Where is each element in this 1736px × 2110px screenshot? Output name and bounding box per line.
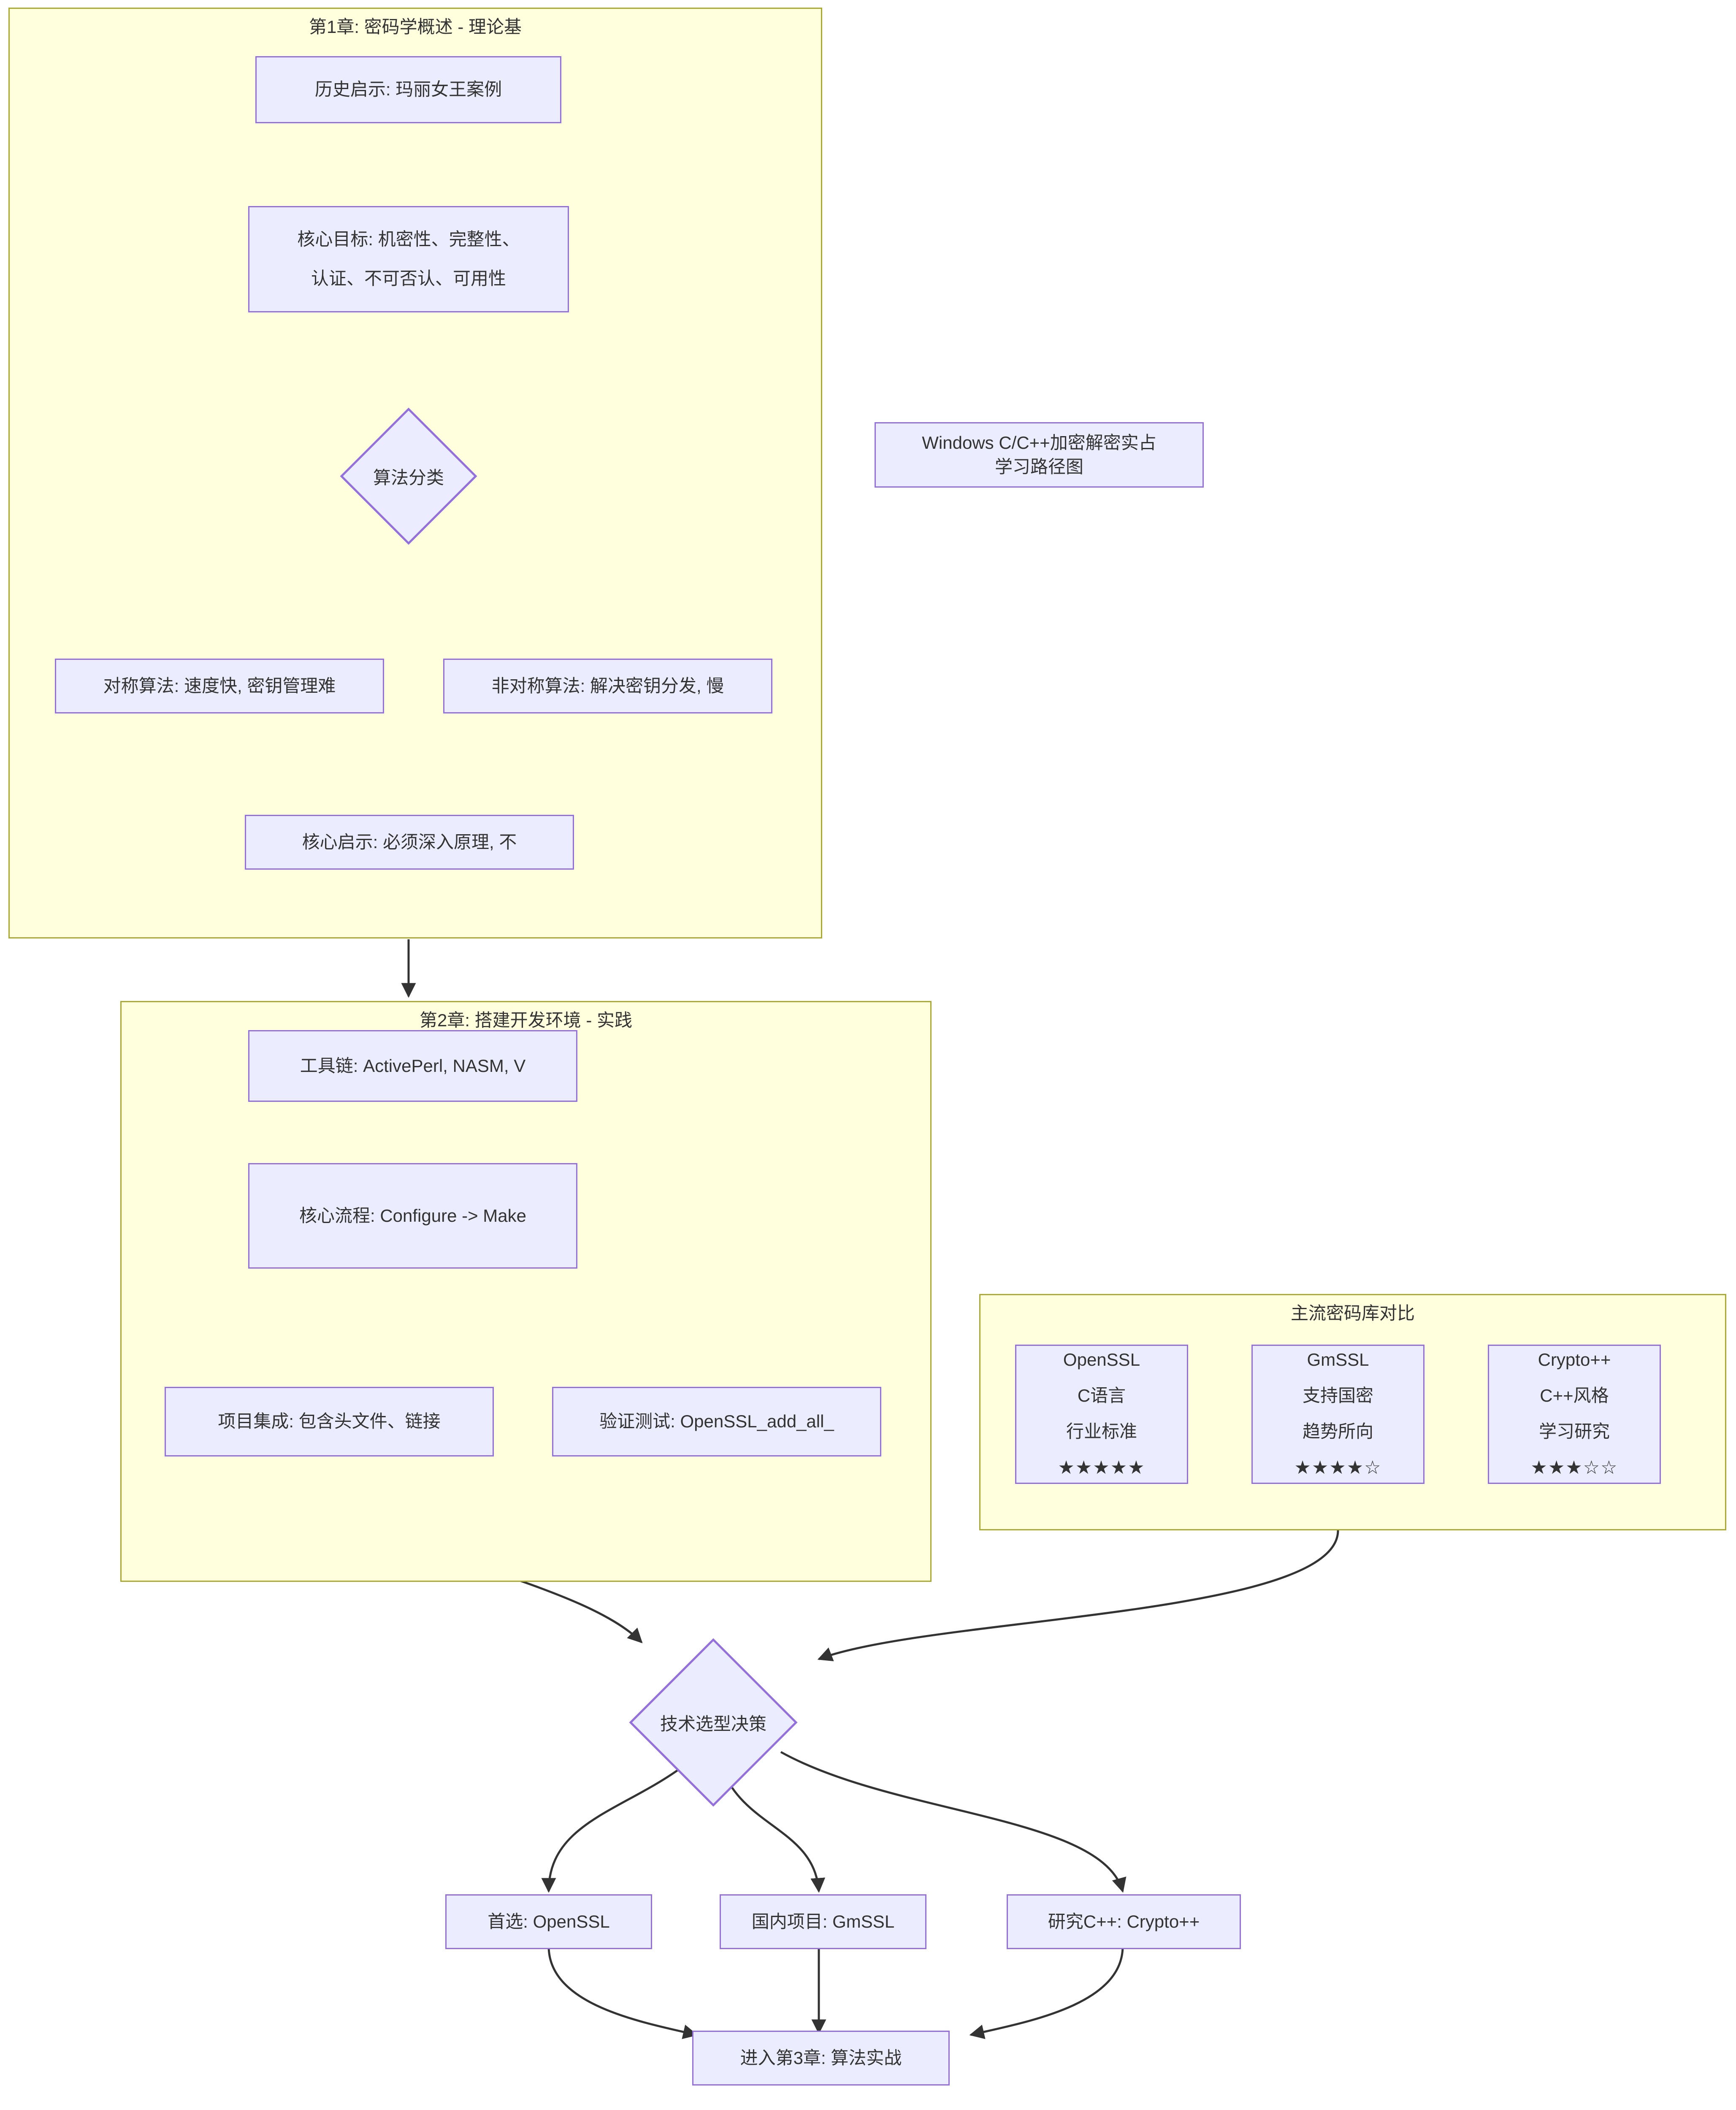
node-core-insight[interactable]: 核心启示: 必须深入原理, 不 [245, 815, 574, 870]
library-card-cryptopp-name: Crypto++ [1538, 1350, 1611, 1370]
library-card-gmssl-note: 趋势所向 [1302, 1421, 1373, 1441]
library-card-cryptopp[interactable]: Crypto++ C++风格 学习研究 ★★★☆☆ [1488, 1345, 1661, 1484]
node-enter-chapter3[interactable]: 进入第3章: 算法实战 [692, 2031, 950, 2086]
node-verify-test[interactable]: 验证测试: OpenSSL_add_all_ [552, 1387, 881, 1456]
library-card-gmssl[interactable]: GmSSL 支持国密 趋势所向 ★★★★☆ [1251, 1345, 1425, 1484]
node-algorithm-classification-label: 算法分类 [373, 467, 444, 488]
diamond-shape-decision [629, 1638, 798, 1807]
node-enter-chapter3-label: 进入第3章: 算法实战 [740, 2048, 902, 2068]
library-card-cryptopp-rating: ★★★☆☆ [1530, 1457, 1618, 1478]
library-card-cryptopp-language: C++风格 [1540, 1385, 1609, 1405]
node-asymmetric-algorithm-label: 非对称算法: 解决密钥分发, 慢 [491, 675, 724, 696]
library-card-openssl-language: C语言 [1077, 1385, 1126, 1405]
node-core-goals[interactable]: 核心目标: 机密性、完整性、 认证、不可否认、可用性 [248, 206, 569, 312]
node-core-flow[interactable]: 核心流程: Configure -> Make [248, 1163, 577, 1269]
node-verify-test-label: 验证测试: OpenSSL_add_all_ [599, 1411, 834, 1432]
library-card-cryptopp-note: 学习研究 [1538, 1421, 1610, 1441]
node-algorithm-classification[interactable]: 算法分类 [340, 407, 477, 545]
node-asymmetric-algorithm[interactable]: 非对称算法: 解决密钥分发, 慢 [443, 659, 772, 713]
node-core-flow-label: 核心流程: Configure -> Make [299, 1205, 526, 1226]
node-choice-openssl-label: 首选: OpenSSL [487, 1911, 610, 1931]
node-choice-openssl[interactable]: 首选: OpenSSL [445, 1894, 652, 1949]
node-symmetric-algorithm[interactable]: 对称算法: 速度快, 密钥管理难 [55, 659, 384, 713]
node-tech-decision[interactable]: 技术选型决策 [629, 1638, 798, 1807]
library-card-openssl[interactable]: OpenSSL C语言 行业标准 ★★★★★ [1015, 1345, 1188, 1484]
node-core-insight-label: 核心启示: 必须深入原理, 不 [302, 832, 517, 852]
diagram-title-line1: Windows C/C++加密解密实占 [922, 432, 1156, 453]
diamond-shape-algo [340, 407, 477, 545]
node-symmetric-algorithm-label: 对称算法: 速度快, 密钥管理难 [103, 675, 336, 696]
library-card-openssl-name: OpenSSL [1063, 1350, 1140, 1370]
node-choice-cryptopp[interactable]: 研究C++: Crypto++ [1007, 1894, 1241, 1949]
library-card-gmssl-language: 支持国密 [1302, 1385, 1373, 1405]
node-project-integration-label: 项目集成: 包含头文件、链接 [218, 1411, 441, 1432]
node-choice-gmssl-label: 国内项目: GmSSL [751, 1911, 895, 1931]
library-card-openssl-note: 行业标准 [1066, 1421, 1137, 1441]
node-project-integration[interactable]: 项目集成: 包含头文件、链接 [165, 1387, 494, 1456]
node-core-goals-line2: 认证、不可否认、可用性 [311, 268, 506, 288]
node-toolchain-label: 工具链: ActivePerl, NASM, V [300, 1055, 526, 1076]
library-card-openssl-rating: ★★★★★ [1058, 1457, 1146, 1478]
cluster-chapter1-title: 第1章: 密码学概述 - 理论基 [309, 17, 522, 37]
node-toolchain[interactable]: 工具链: ActivePerl, NASM, V [248, 1030, 577, 1102]
diagram-title-card: Windows C/C++加密解密实占 学习路径图 [875, 422, 1204, 488]
diagram-title-line2: 学习路径图 [994, 456, 1083, 477]
node-history-lesson[interactable]: 历史启示: 玛丽女王案例 [255, 56, 561, 123]
library-card-gmssl-name: GmSSL [1307, 1350, 1369, 1370]
library-card-gmssl-rating: ★★★★☆ [1294, 1457, 1382, 1478]
node-tech-decision-label: 技术选型决策 [660, 1714, 766, 1734]
node-core-goals-line1: 核心目标: 机密性、完整性、 [297, 229, 520, 250]
cluster-library-comparison-title: 主流密码库对比 [1290, 1303, 1415, 1323]
node-choice-gmssl[interactable]: 国内项目: GmSSL [720, 1894, 926, 1949]
cluster-chapter2-title: 第2章: 搭建开发环境 - 实践 [419, 1010, 633, 1030]
node-choice-cryptopp-label: 研究C++: Crypto++ [1048, 1911, 1200, 1931]
node-history-lesson-label: 历史启示: 玛丽女王案例 [314, 79, 502, 100]
